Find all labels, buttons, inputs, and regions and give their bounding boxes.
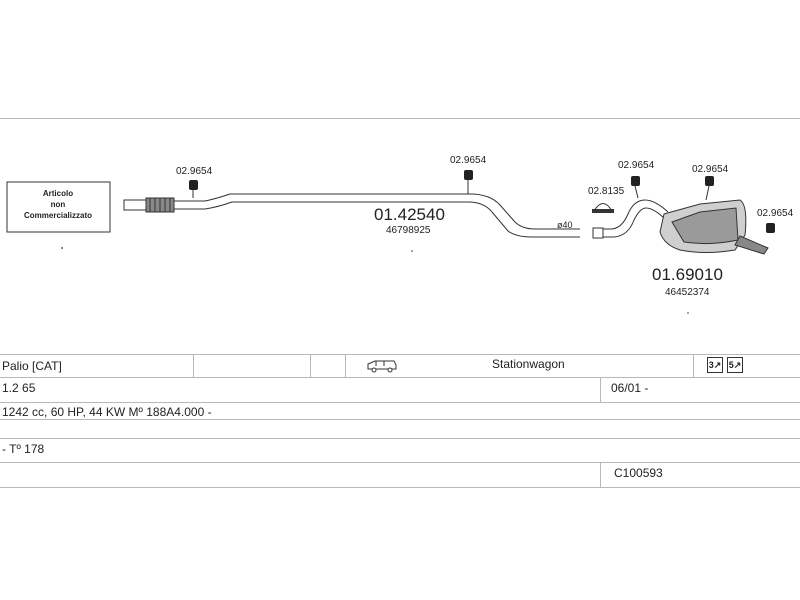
hanger-4 [705,176,714,201]
muffler-oem-code: 46452374 [665,287,710,298]
side-exhaust-icon: 5↗ [727,357,743,373]
date-range: 06/01 - [611,381,649,395]
top-divider [0,118,800,119]
clamp-label: 02.8135 [588,186,625,197]
engine-size: 1.2 65 [2,381,36,395]
engine-spec: 1242 cc, 60 HP, 44 KW Mº 188A4.000 - [2,405,212,419]
car-icon [367,360,397,373]
hanger-label-1: 02.9654 [176,166,213,177]
hanger-2 [464,170,473,194]
label-line-3: Commercializzato [24,211,92,220]
hanger-3 [631,176,640,199]
label-line-2: non [51,200,66,209]
body-type: Stationwagon [492,357,565,371]
model-name: Palio [CAT] [2,359,62,373]
rear-exhaust-icon: 3↗ [707,357,723,373]
type-code: - Tº 178 [2,442,45,456]
hanger-label-3: 02.9654 [618,160,655,171]
not-sold-label-box: Articolo non Commercializzato [6,181,111,233]
clamp [592,203,614,213]
rear-muffler [659,199,769,255]
pipe-diameter: ø40 [557,220,573,230]
label-line-1: Articolo [43,189,73,198]
rear-pipe [592,199,669,239]
pipe-part-code: 01.42540 [374,205,445,224]
front-pipe-flex [123,197,175,213]
catalog-code: C100593 [614,466,663,480]
hanger-label-5: 02.9654 [757,208,794,219]
main-pipe [174,193,580,238]
dot-marker [61,247,63,249]
hanger-5 [766,223,775,233]
hanger-1 [189,180,198,198]
exhaust-diagram: Articolo non Commercializzato ø40 [6,155,794,314]
muffler-part-code: 01.69010 [652,265,723,284]
hanger-label-4: 02.9654 [692,164,729,175]
pipe-oem-code: 46798925 [386,225,431,236]
hanger-label-2: 02.9654 [450,155,487,166]
